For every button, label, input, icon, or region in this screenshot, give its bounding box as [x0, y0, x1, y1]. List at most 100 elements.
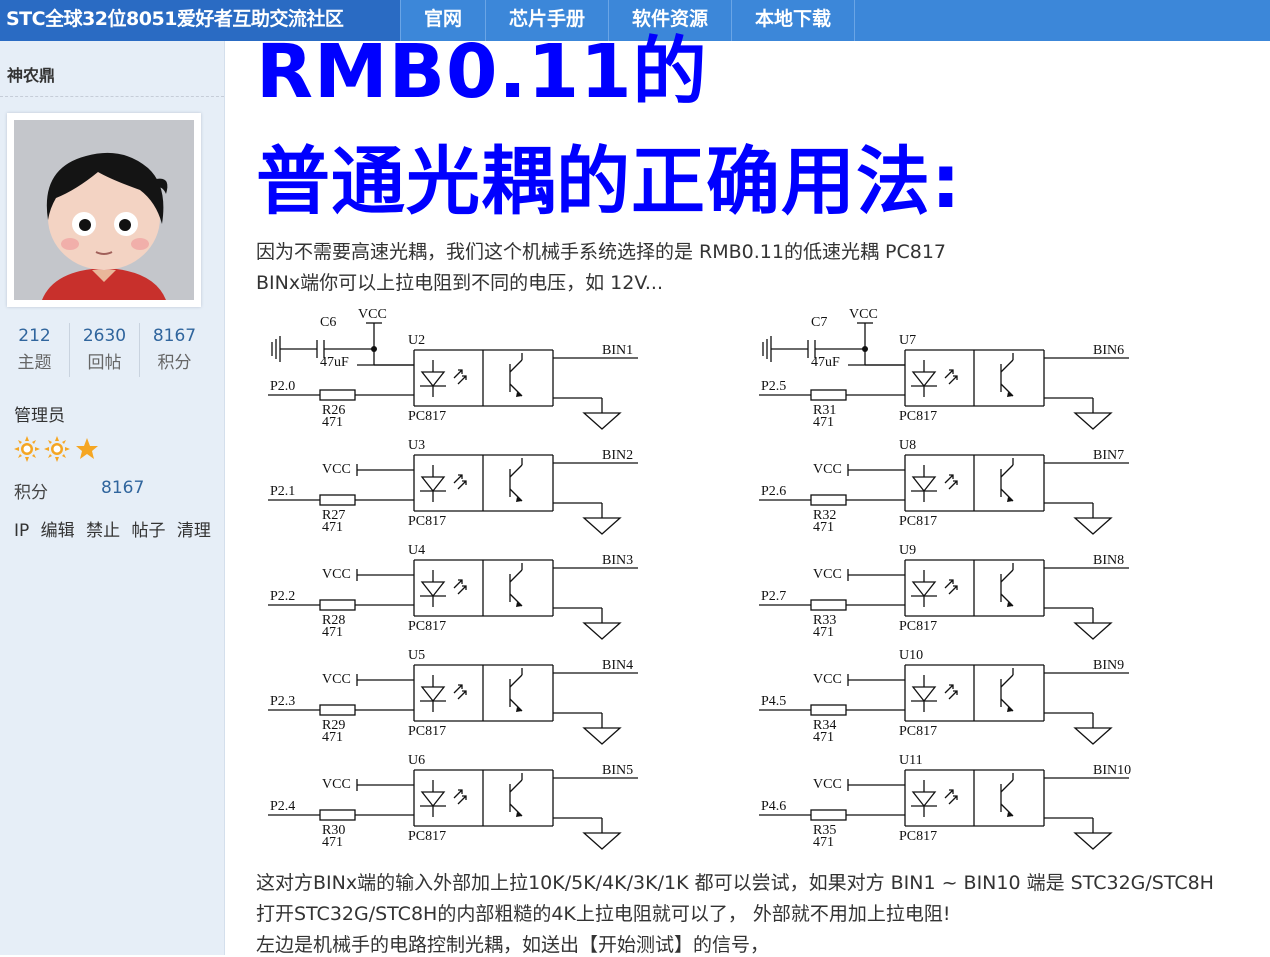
- resistor-symbol: [810, 494, 847, 506]
- bin-label: BIN1: [602, 343, 633, 358]
- ground-symbol: [582, 832, 622, 850]
- phototransistor-emitter-arrow: [1007, 602, 1013, 607]
- led-symbol: [420, 476, 446, 493]
- port-label: P2.6: [761, 484, 786, 499]
- led-symbol: [420, 371, 446, 388]
- light-emission-arrows: [944, 789, 958, 805]
- bin-label: BIN8: [1093, 553, 1124, 568]
- ground-symbol: [1073, 727, 1113, 745]
- divider: [0, 96, 224, 97]
- stat-threads[interactable]: 212 主题: [0, 323, 70, 377]
- phototransistor-symbol: [1000, 674, 1014, 688]
- bin-label: BIN2: [602, 448, 633, 463]
- resistor-value-label: 471: [322, 625, 343, 640]
- phototransistor-emitter-arrow: [516, 707, 522, 712]
- resistor-symbol: [810, 809, 847, 821]
- resistor-symbol: [319, 704, 356, 716]
- light-emission-arrows: [944, 579, 958, 595]
- capacitor-value-label: 47uF: [320, 355, 349, 370]
- post-body-line3: 左边是机械手的电路控制光耦，如送出【开始测试】的信号，: [256, 934, 770, 956]
- main-nav: 官网 芯片手册 软件资源 本地下载: [400, 0, 856, 41]
- nav-item-official-site[interactable]: 官网: [400, 0, 485, 41]
- vcc-label: VCC: [322, 567, 351, 582]
- action-posts[interactable]: 帖子: [131, 521, 166, 541]
- phototransistor-symbol: [1000, 488, 1014, 502]
- phototransistor-symbol: [1000, 383, 1014, 397]
- port-label: P2.7: [761, 589, 786, 604]
- stat-credits[interactable]: 8167 积分: [140, 323, 209, 377]
- resistor-ref-label: R35: [813, 823, 836, 838]
- phototransistor-emitter-arrow: [1007, 707, 1013, 712]
- resistor-symbol: [319, 389, 356, 401]
- unit-label: U10: [899, 648, 923, 663]
- phototransistor-emitter-arrow: [1007, 497, 1013, 502]
- phototransistor-symbol: [1000, 464, 1014, 478]
- bin-label: BIN4: [602, 658, 633, 673]
- bin-label: BIN5: [602, 763, 633, 778]
- bin-label: BIN7: [1093, 448, 1124, 463]
- bin-label: BIN10: [1093, 763, 1131, 778]
- phototransistor-symbol: [509, 803, 523, 817]
- unit-label: U4: [408, 543, 425, 558]
- unit-label: U9: [899, 543, 916, 558]
- nav-item-software[interactable]: 软件资源: [608, 0, 731, 41]
- author-role[interactable]: 管理员: [14, 406, 65, 426]
- unit-label: U8: [899, 438, 916, 453]
- phototransistor-symbol: [509, 698, 523, 712]
- action-ip[interactable]: IP: [14, 521, 30, 541]
- stat-credits-value[interactable]: 8167: [152, 326, 197, 346]
- stat-replies[interactable]: 2630 回帖: [70, 323, 140, 377]
- part-label: PC817: [899, 409, 937, 424]
- led-symbol: [420, 791, 446, 808]
- part-label: PC817: [408, 724, 446, 739]
- light-emission-arrows: [453, 579, 467, 595]
- junction-dot: [371, 346, 377, 352]
- bin-label: BIN9: [1093, 658, 1124, 673]
- part-label: PC817: [408, 829, 446, 844]
- light-emission-arrows: [453, 684, 467, 700]
- post-headline-line2: 普通光耦的正确用法:: [256, 139, 962, 225]
- stat-threads-value[interactable]: 212: [18, 326, 51, 346]
- ground-symbol: [582, 727, 622, 745]
- credit-label: 积分: [14, 483, 48, 503]
- port-label: P2.1: [270, 484, 295, 499]
- post-body-line1: 这对方BINx端的输入外部加上拉10K/5K/4K/3K/1K 都可以尝试，如果…: [256, 872, 1214, 894]
- phototransistor-emitter-arrow: [1007, 812, 1013, 817]
- ground-symbol: [582, 412, 622, 430]
- led-symbol: [911, 686, 937, 703]
- part-label: PC817: [408, 409, 446, 424]
- vcc-label: VCC: [322, 777, 351, 792]
- stat-replies-value[interactable]: 2630: [82, 326, 127, 346]
- phototransistor-symbol: [1000, 779, 1014, 793]
- led-symbol: [911, 371, 937, 388]
- ground-symbol: [1073, 622, 1113, 640]
- resistor-ref-label: R27: [322, 508, 345, 523]
- top-nav-bar: STC全球32位8051爱好者互助交流社区 官网 芯片手册 软件资源 本地下载: [0, 0, 1270, 41]
- nav-item-local-download[interactable]: 本地下载: [731, 0, 856, 41]
- site-title-link[interactable]: STC全球32位8051爱好者互助交流社区: [0, 0, 400, 41]
- phototransistor-symbol: [1000, 803, 1014, 817]
- light-emission-arrows: [944, 369, 958, 385]
- action-ban[interactable]: 禁止: [86, 521, 121, 541]
- resistor-value-label: 471: [322, 520, 343, 535]
- resistor-symbol: [810, 389, 847, 401]
- credit-row: 积分 8167: [14, 478, 144, 503]
- bin-label: BIN3: [602, 553, 633, 568]
- ground-symbol: [1073, 412, 1113, 430]
- vcc-label: VCC: [813, 672, 842, 687]
- led-symbol: [911, 476, 937, 493]
- avatar[interactable]: [7, 113, 201, 307]
- part-label: PC817: [408, 514, 446, 529]
- nav-item-chip-manual[interactable]: 芯片手册: [485, 0, 608, 41]
- light-emission-arrows: [453, 474, 467, 490]
- action-cleanup[interactable]: 清理: [176, 521, 211, 541]
- action-edit[interactable]: 编辑: [40, 521, 75, 541]
- phototransistor-emitter-arrow: [516, 602, 522, 607]
- port-label: P2.0: [270, 379, 295, 394]
- resistor-ref-label: R28: [322, 613, 345, 628]
- author-username[interactable]: 神农鼎: [7, 66, 56, 85]
- light-emission-arrows: [453, 369, 467, 385]
- phototransistor-symbol: [509, 383, 523, 397]
- vcc-label: VCC: [813, 777, 842, 792]
